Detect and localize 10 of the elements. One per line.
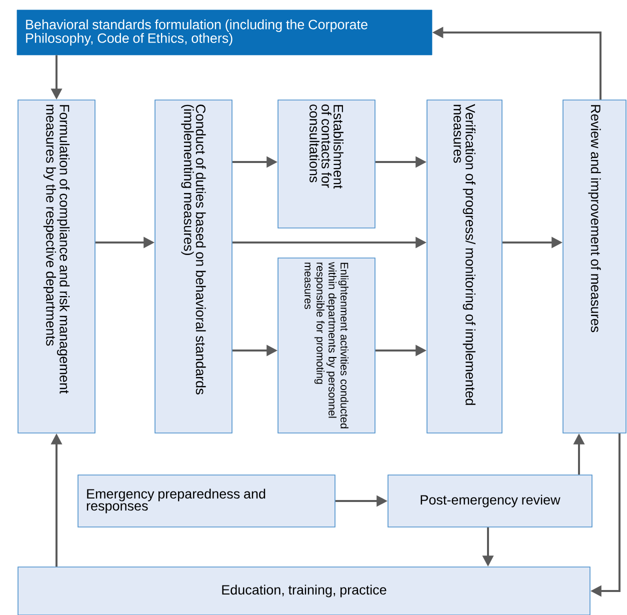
- process-box: Establishment of contacts for consultations: [278, 100, 376, 228]
- process-box: Education, training, practice: [18, 566, 590, 615]
- process-box: Enlightenment activities conducted within departments by personnel responsible for promoting measures: [278, 258, 376, 434]
- process-box: Post-emergency review: [388, 474, 592, 528]
- process-box: Emergency preparedness and responses: [78, 474, 336, 528]
- process-box: Formulation of compliance and risk management measures by the respective departments: [18, 100, 96, 434]
- heading-box: Behavioral standards formulation (including the Corporate Philosophy, Code of Ethics, others): [16, 10, 432, 56]
- process-box: Review and improvement of measures: [562, 100, 626, 434]
- process-box: Conduct of duties based on behavioral standards (implementing measures): [154, 100, 232, 434]
- process-box: Verification of progress/ monitoring of implemented measures: [426, 100, 502, 434]
